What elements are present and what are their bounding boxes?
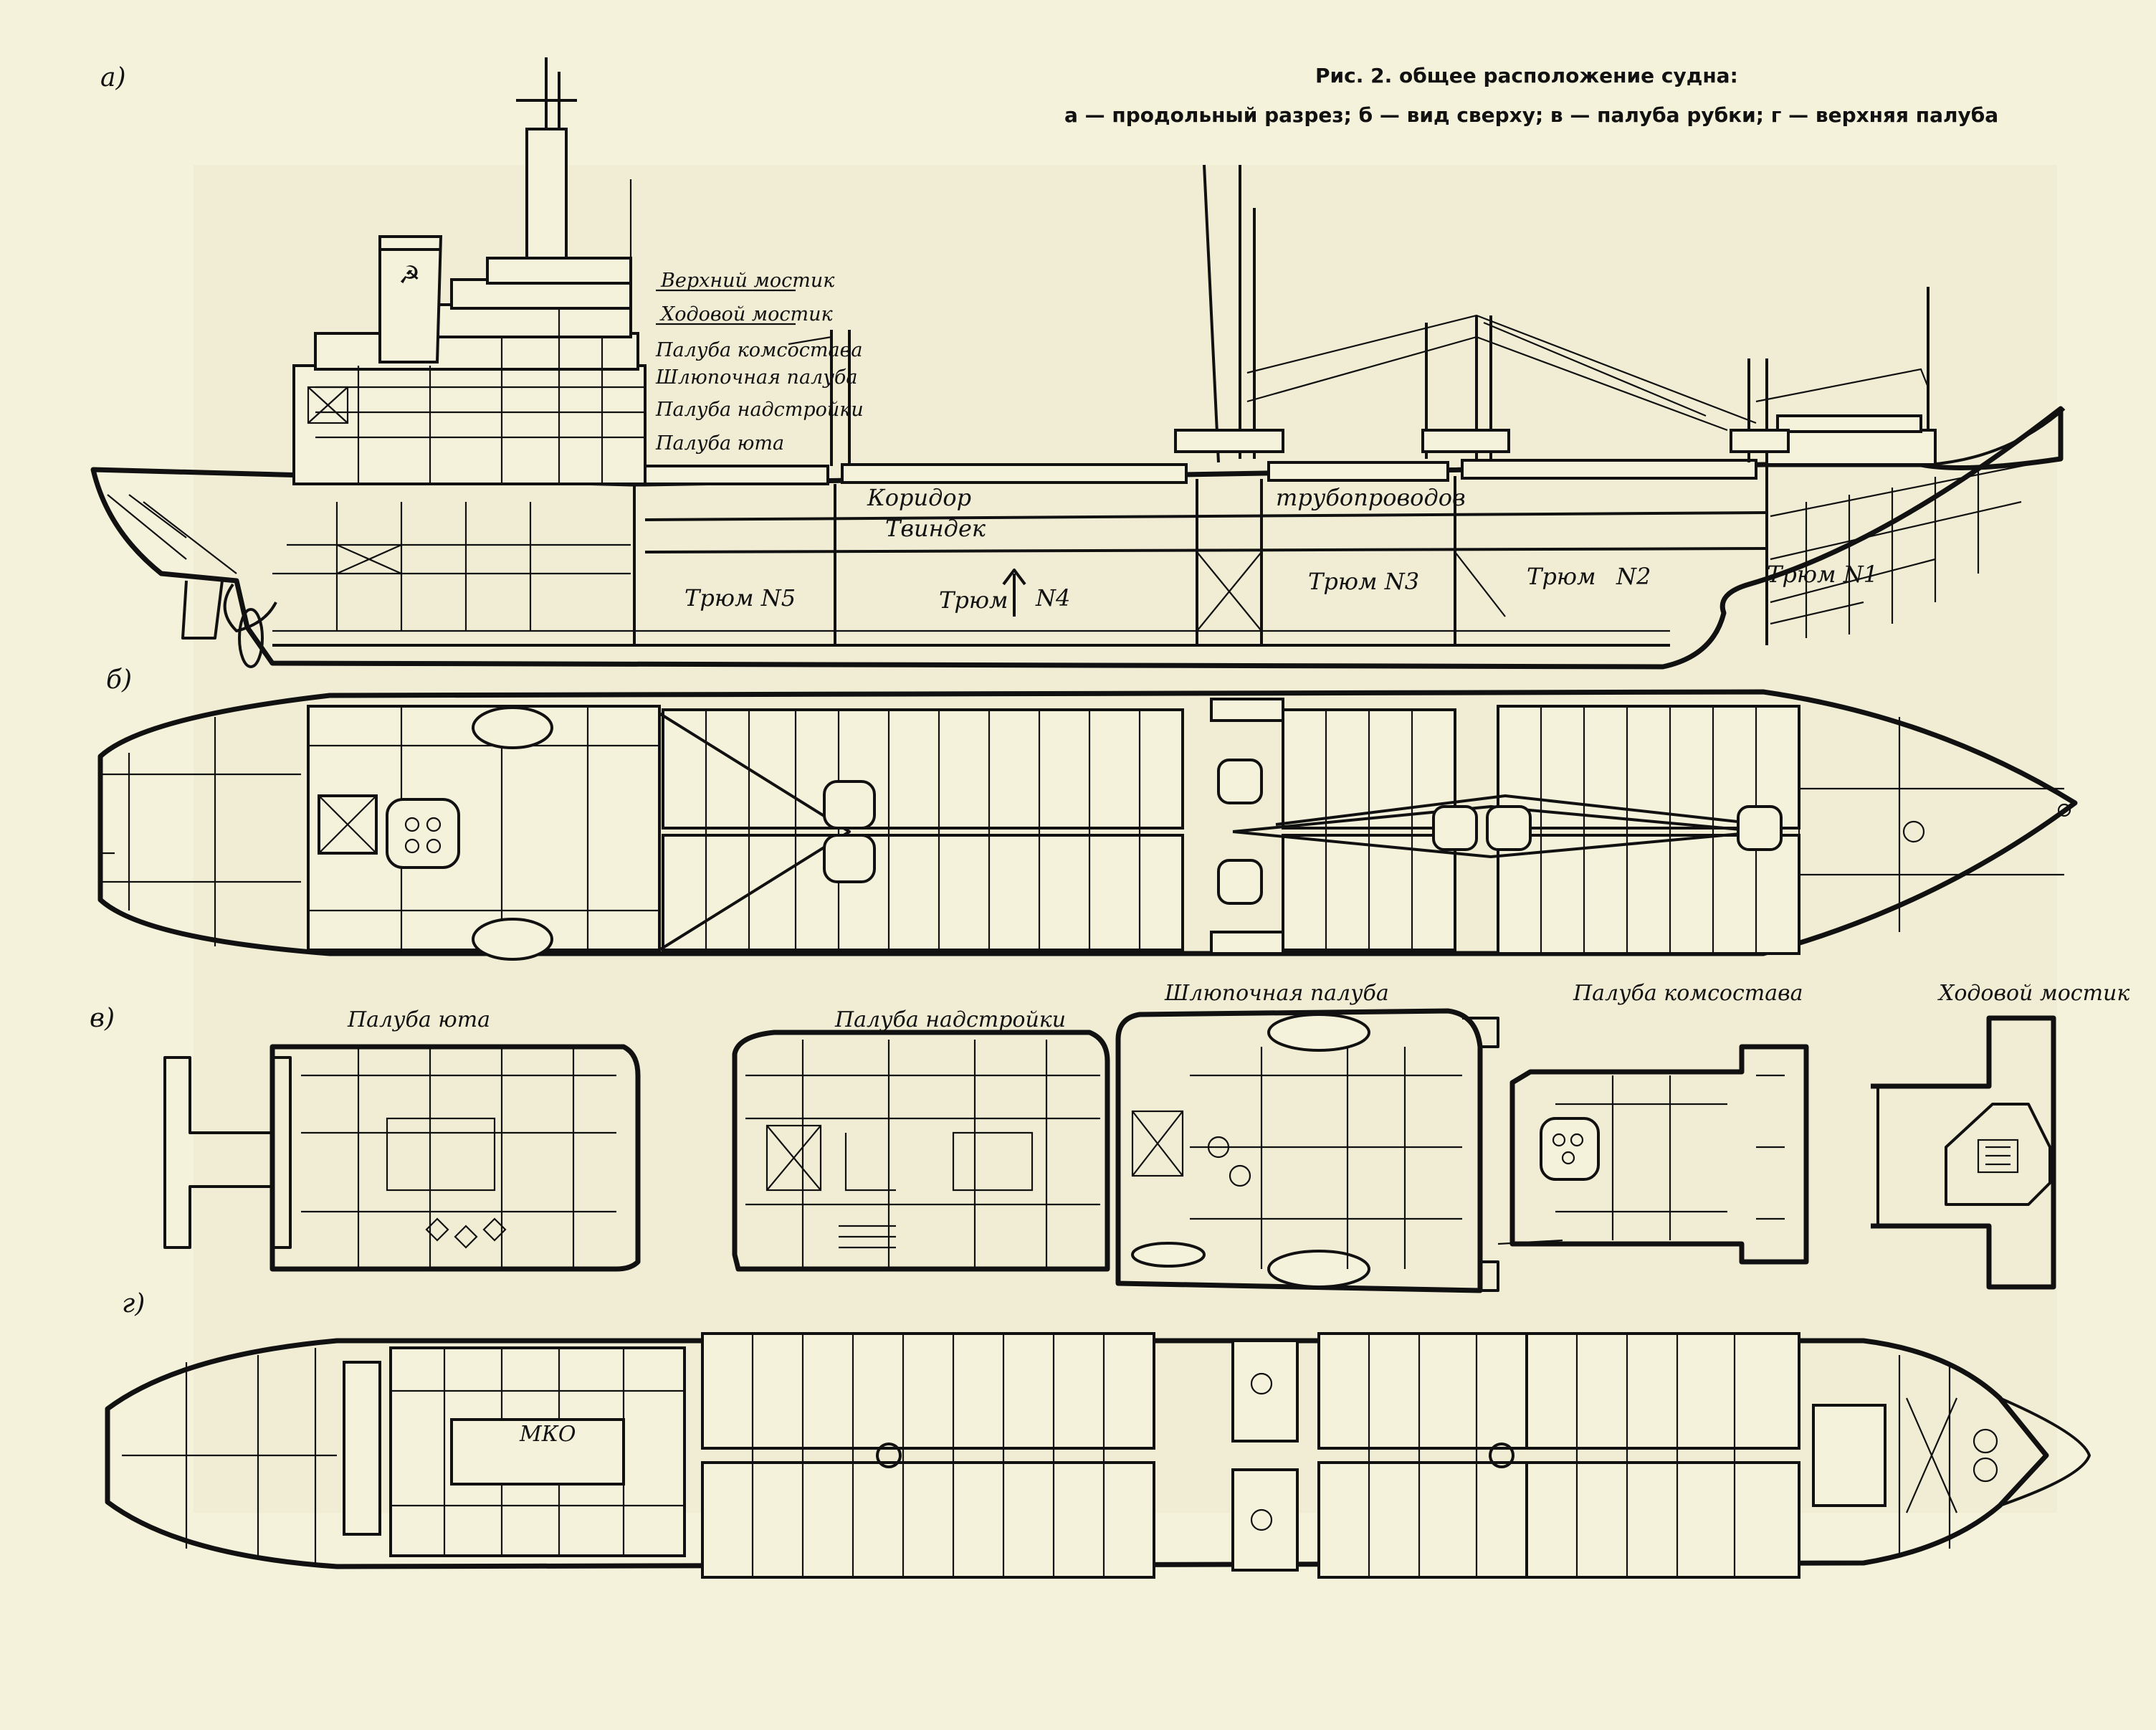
caption-legend: а — продольный разрез; б — вид сверху; в…: [1064, 103, 1998, 127]
view-marker-b: б): [106, 665, 132, 695]
deck-title-boat: Шлюпочная палуба: [1164, 981, 1389, 1006]
hold-3-label: Трюм N3: [1308, 568, 1419, 595]
view-marker-g: г): [122, 1289, 145, 1318]
hold-2-number: N2: [1616, 563, 1651, 590]
plan-poop-deck: [163, 1044, 641, 1272]
plan-superstructure-deck: [732, 1030, 1110, 1272]
hold-4-label: Трюм: [939, 586, 1008, 614]
hatch-covers-g: [701, 1332, 1800, 1579]
hold-2-label: Трюм: [1527, 563, 1596, 590]
view-marker-a: а): [100, 63, 126, 92]
upper-deck-plan: МКО: [105, 1332, 2091, 1579]
hull-profile: [90, 406, 2064, 670]
deck-title-poop: Палуба юта: [347, 1007, 490, 1032]
deck-level-upper-bridge: Верхний мостик: [660, 270, 835, 292]
hold-5-label: Трюм N5: [685, 584, 796, 612]
hatch-covers-b: [662, 705, 1800, 955]
top-view: [97, 689, 2078, 961]
hold-4-number: N4: [1035, 584, 1070, 612]
longitudinal-section: ☭: [90, 57, 2066, 670]
deck-level-superstructure-deck: Палуба надстройки: [655, 399, 864, 421]
upper-deck-hull: [105, 1338, 2049, 1569]
deck-level-officers-deck: Палуба комсостава: [655, 339, 862, 361]
label-tweendeck: Твиндек: [885, 515, 986, 542]
plan-officers-deck: [1497, 1044, 1809, 1265]
deck-level-boat-deck: Шлюпочная палуба: [655, 366, 857, 389]
deck-level-navigation-bridge: Ходовой мостик: [659, 303, 834, 325]
plan-navigation-bridge: [1871, 1015, 2056, 1290]
top-view-hull: [97, 689, 2078, 956]
view-marker-v: в): [90, 1004, 115, 1033]
deck-title-navigation-bridge: Ходовой мостик: [1937, 981, 2129, 1006]
label-corridor: Коридор: [867, 484, 971, 511]
deck-title-officers: Палуба комсостава: [1573, 981, 1803, 1006]
deck-title-superstructure: Палуба надстройки: [834, 1007, 1066, 1032]
caption-title: Рис. 2. общее расположение судна:: [1315, 64, 1738, 87]
deck-level-poop-deck: Палуба юта: [655, 432, 784, 455]
engine-room-label: МКО: [519, 1422, 576, 1447]
deckhouse-decks: Палуба юта Палуба надстройки Шлюпочная п…: [163, 981, 2129, 1293]
hold-1-label: Трюм N1: [1767, 561, 1878, 588]
label-pipelines: трубопроводов: [1276, 484, 1466, 511]
hammer-sickle-emblem-icon: ☭: [399, 261, 420, 290]
plan-boat-deck: [1115, 1008, 1499, 1293]
